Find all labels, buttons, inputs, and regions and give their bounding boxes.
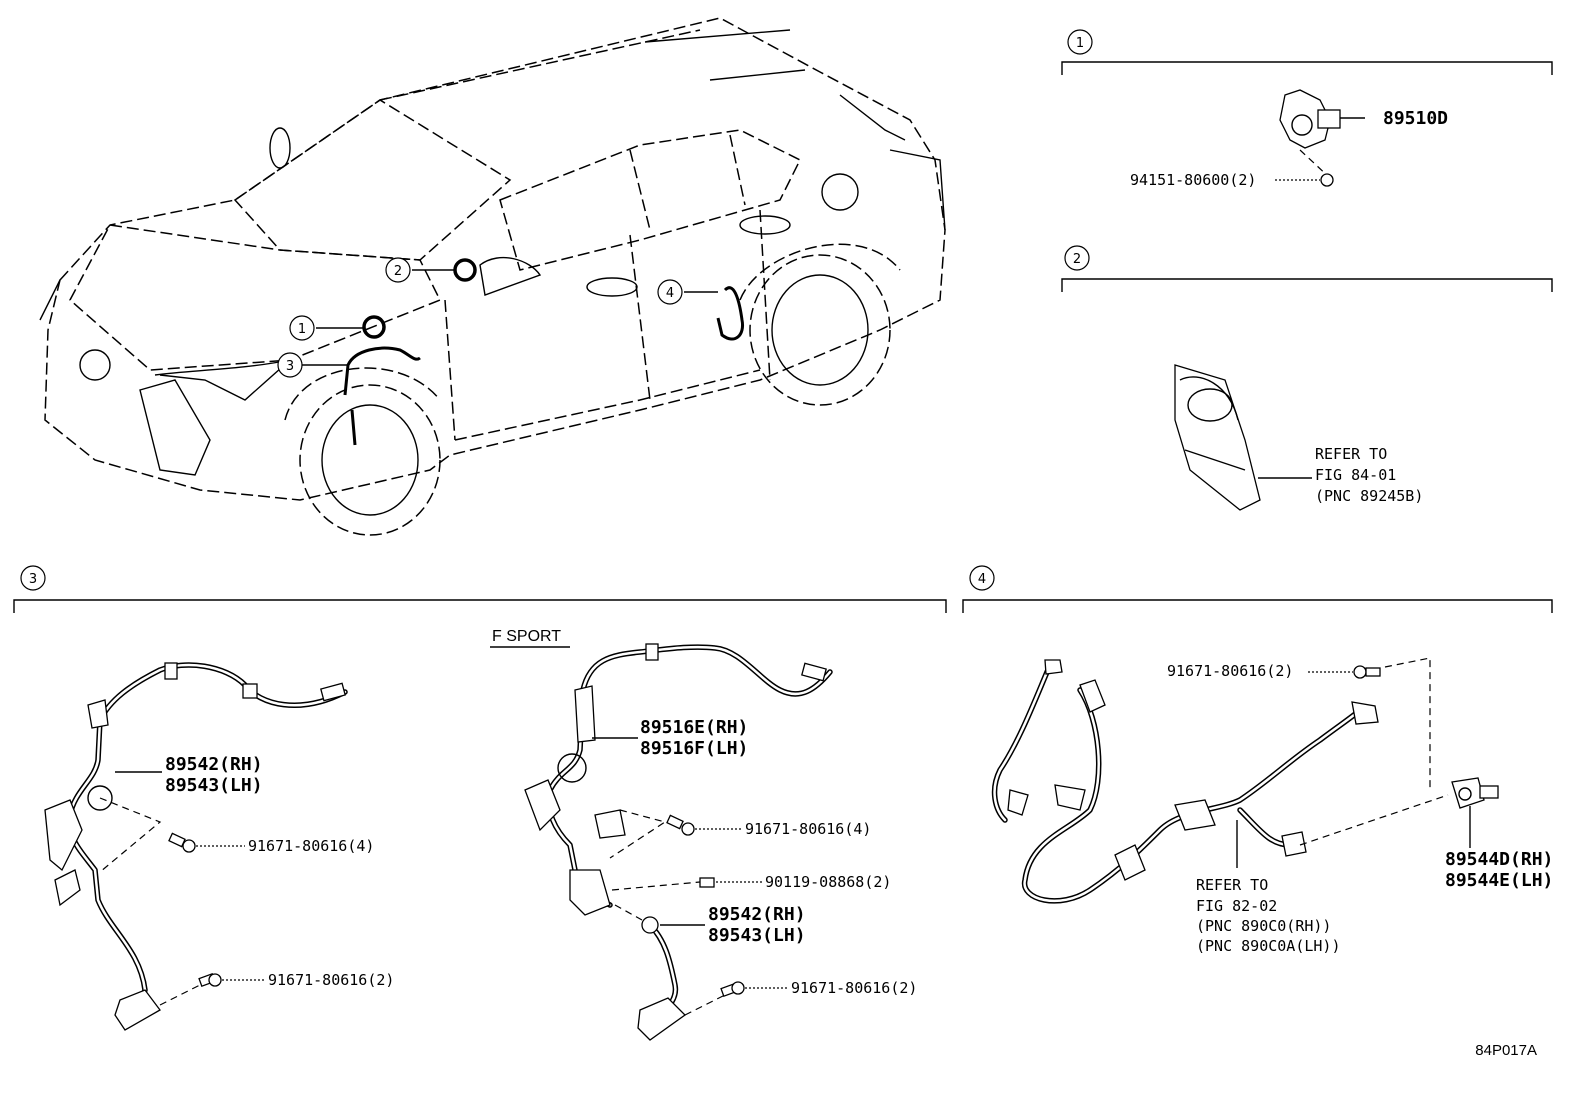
refer-fig-82-02-line4: (PNC 890C0A(LH))	[1196, 937, 1341, 955]
refer-fig-82-02-line1: REFER TO	[1196, 876, 1268, 894]
harness-89542-rh-label: 89542(RH)	[165, 754, 263, 775]
wire-89516e-rh-label: 89516E(RH)	[640, 717, 748, 738]
svg-text:3: 3	[286, 359, 294, 374]
svg-text:2: 2	[394, 264, 402, 279]
section-2: 2 REFER TO FIG 84-01 (PNC 89245B)	[1061, 245, 1553, 511]
section-3-bracket	[13, 599, 947, 613]
section-1: 1 89510D 94151-80600(2)	[1061, 29, 1553, 189]
sensor-89510d-part	[1279, 89, 1365, 179]
rear-speed-sensor-part	[1451, 777, 1499, 809]
radar-module-part	[1174, 364, 1261, 511]
section-1-number: 1	[1076, 36, 1084, 51]
callout-4: 4	[657, 279, 683, 305]
bolt-91671-2-std-label: 91671-80616(2)	[268, 971, 394, 989]
refer-fig-84-01-line3: (PNC 89245B)	[1315, 487, 1423, 505]
harness-89543-lh-fs-label: 89543(LH)	[708, 925, 806, 946]
section-4-number: 4	[978, 572, 986, 587]
f-sport-label: F SPORT	[492, 628, 561, 645]
harness-89543-lh-label: 89543(LH)	[165, 775, 263, 796]
bolt-icon	[666, 814, 695, 836]
callout-2: 2	[385, 257, 411, 283]
wire-89516f-lh-label: 89516F(LH)	[640, 738, 748, 759]
screw-icon	[699, 877, 715, 888]
nut-icon	[1320, 173, 1334, 187]
refer-fig-82-02-line3: (PNC 890C0(RH))	[1196, 917, 1331, 935]
svg-text:1: 1	[298, 322, 306, 337]
section-2-number: 2	[1073, 252, 1081, 267]
callout-1: 1	[289, 315, 315, 341]
sensor-89544e-lh-label: 89544E(LH)	[1445, 870, 1553, 891]
rear-harness-part	[991, 659, 1379, 904]
part-94151-label: 94151-80600(2)	[1130, 171, 1256, 189]
bolt-91671-4-fs-label: 91671-80616(4)	[745, 820, 871, 838]
section-1-marker	[1067, 29, 1093, 55]
section-4: 4 REFER TO FIG 82-02 (PNC 890C0(RH)) (PN…	[962, 565, 1553, 955]
section-4-bracket	[962, 599, 1553, 613]
bolt-icon	[168, 832, 196, 853]
refer-fig-84-01-line1: REFER TO	[1315, 445, 1387, 463]
refer-fig-84-01-line2: FIG 84-01	[1315, 466, 1396, 484]
bolt-icon	[1353, 665, 1381, 679]
bolt-icon	[720, 981, 745, 997]
bolt-91671-2-fs-label: 91671-80616(2)	[791, 979, 917, 997]
section-4-marker	[969, 565, 995, 591]
section-3-marker	[20, 565, 46, 591]
refer-fig-82-02-line2: FIG 82-02	[1196, 897, 1277, 915]
section-3-number: 3	[29, 572, 37, 587]
speed-sensor-harness-standard	[44, 662, 348, 1031]
bolt-91671-s4-label: 91671-80616(2)	[1167, 662, 1293, 680]
section-2-bracket	[1061, 278, 1553, 292]
vehicle-illustration	[39, 17, 946, 536]
sensor-wire-f-sport	[524, 643, 833, 916]
bolt-icon	[198, 973, 222, 987]
section-3: 3 89542(RH) 89543(LH) 91671-80616(4)	[13, 565, 947, 1041]
figure-code: 84P017A	[1475, 1042, 1537, 1059]
part-89510d-label: 89510D	[1383, 108, 1448, 129]
speed-sensor-harness-f-sport	[637, 916, 687, 1041]
bolt-91671-4-std-label: 91671-80616(4)	[248, 837, 374, 855]
sensor-89544d-rh-label: 89544D(RH)	[1445, 849, 1553, 870]
section-1-bracket	[1061, 61, 1553, 75]
screw-90119-label: 90119-08868(2)	[765, 873, 891, 891]
svg-text:4: 4	[666, 286, 674, 301]
harness-89542-rh-fs-label: 89542(RH)	[708, 904, 806, 925]
callout-3: 3	[277, 352, 303, 378]
section-2-marker	[1064, 245, 1090, 271]
